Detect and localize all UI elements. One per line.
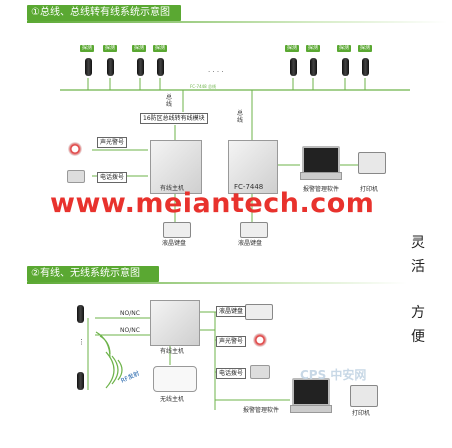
- kp-left-label: 液晶键盘: [162, 240, 187, 247]
- detector-icon: [77, 372, 84, 390]
- detector-tag-8: 探测: [358, 45, 373, 52]
- wireless-panel-icon: [153, 366, 197, 392]
- siren-label-2: 声光警号: [216, 336, 247, 347]
- bus-vertical-label: 总线: [166, 94, 173, 108]
- lcd-keypad-icon: [163, 222, 191, 238]
- phone-icon: [250, 365, 270, 379]
- detector-tag-3: 探测: [132, 45, 147, 52]
- rf-arc-2: [111, 355, 119, 385]
- detector-icon: [362, 58, 369, 76]
- rf-arc-3: [105, 351, 115, 389]
- siren-icon: [253, 333, 267, 347]
- detector-tag-4: 探测: [153, 45, 168, 52]
- nonc-label-2: NO/NC: [120, 327, 140, 334]
- bus-vertical-label-right: 总线: [237, 110, 244, 124]
- wired-panel-icon-2: [150, 300, 200, 346]
- computer-monitor-icon: [302, 146, 340, 174]
- calligraphy-char-4: 便: [411, 329, 425, 345]
- printer-label-2: 打印机: [352, 410, 371, 417]
- wireless-panel-label: 无线主机: [160, 396, 185, 403]
- wired-panel-icon: [150, 140, 202, 194]
- detector-icon: [107, 58, 114, 76]
- wired-panel-label: 有线主机: [160, 348, 185, 355]
- keyboard-icon: [290, 405, 332, 413]
- computer-monitor-icon: [292, 378, 330, 406]
- detector-icon: [310, 58, 317, 76]
- siren-label: 声光警号: [97, 137, 128, 148]
- detector-tag-2: 探测: [103, 45, 118, 52]
- detector-icon: [85, 58, 92, 76]
- printer-icon: [358, 152, 386, 174]
- calligraphy-char-2: 活: [411, 259, 425, 275]
- calligraphy-char-3: 方: [411, 305, 425, 321]
- kp-right-label: 液晶键盘: [238, 240, 263, 247]
- detector-tag-1: 探测: [80, 45, 95, 52]
- panel-right-label: FC-7448: [234, 183, 264, 191]
- detector-tag-6: 探测: [306, 45, 321, 52]
- wave-2: [95, 331, 111, 359]
- detector-icon: [157, 58, 164, 76]
- phone-label: 电话拨号: [97, 172, 128, 183]
- vertical-dots: ⋮: [78, 338, 85, 346]
- detector-icon: [77, 305, 84, 323]
- wave-1: [99, 335, 111, 355]
- fc7448-panel-icon: [228, 140, 278, 194]
- nonc-label-1: NO/NC: [120, 310, 140, 317]
- detector-icon: [137, 58, 144, 76]
- software-label-2: 报警管理软件: [243, 407, 280, 414]
- section1-title-rule: [27, 21, 447, 23]
- section2-title: ②有线、无线系统示意图: [27, 266, 159, 282]
- printer-icon: [350, 385, 378, 407]
- lcd-keypad-label: 液晶键盘: [216, 306, 247, 317]
- converter-module-label: 16防区总线转有线模块: [140, 113, 208, 124]
- printer-label: 打印机: [360, 186, 379, 193]
- rf-arc-1: [117, 359, 123, 381]
- keyboard-icon: [300, 172, 342, 180]
- detector-icon: [290, 58, 297, 76]
- detector-tag-7: 探测: [337, 45, 352, 52]
- more-dots: . . . .: [208, 66, 224, 74]
- section1-title: ①总线、总线转有线系统示意图: [27, 5, 181, 21]
- lcd-keypad-icon: [240, 222, 268, 238]
- siren-icon: [68, 142, 82, 156]
- detector-icon: [342, 58, 349, 76]
- section2-title-rule: [27, 282, 407, 284]
- lcd-keypad-icon: [245, 304, 273, 320]
- website-watermark: www.meiantech.com: [50, 188, 375, 219]
- cps-logo: CPS 中安网: [300, 368, 367, 382]
- phone-label-2: 电话拨号: [216, 368, 247, 379]
- panel-left-label: 有线主机: [160, 185, 185, 192]
- bus-label: FC-7448 总线: [190, 84, 216, 89]
- phone-icon: [67, 170, 85, 183]
- calligraphy-char-1: 灵: [411, 235, 425, 251]
- detector-tag-5: 探测: [285, 45, 300, 52]
- software-label: 报警管理软件: [303, 186, 340, 193]
